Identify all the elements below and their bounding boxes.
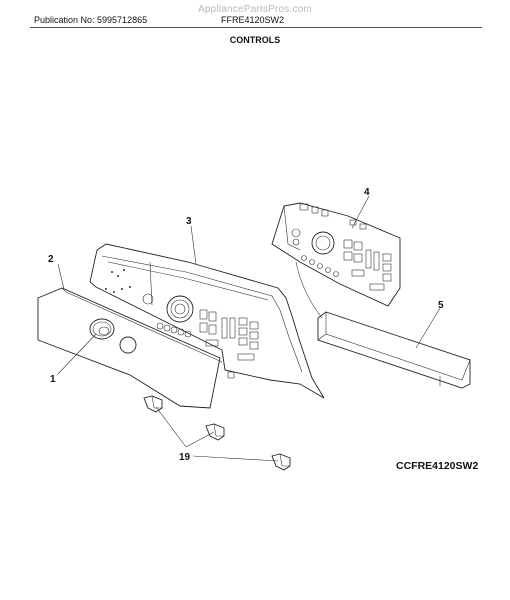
clip-part-b <box>205 423 225 441</box>
control-board-part <box>271 202 401 319</box>
callout-2: 2 <box>48 254 54 265</box>
watermark: AppliancePartsPros.com <box>198 4 312 15</box>
header-rule <box>30 27 482 28</box>
callout-19: 19 <box>179 452 191 463</box>
leader-lines <box>57 195 441 462</box>
clip-part-c <box>271 453 291 471</box>
console-part <box>89 243 325 399</box>
model-number: FFRE4120SW2 <box>221 15 285 25</box>
publication-number: Publication No: 5995712865 <box>34 15 148 25</box>
control-panel-part <box>37 287 223 409</box>
diagram-id: CCFRE4120SW2 <box>396 460 479 472</box>
callout-5: 5 <box>438 300 444 311</box>
callout-1: 1 <box>50 374 56 385</box>
callout-4: 4 <box>364 187 370 198</box>
clip-part-a <box>143 395 163 413</box>
section-title: CONTROLS <box>229 35 281 45</box>
cover-part <box>317 311 471 389</box>
callout-3: 3 <box>186 216 192 227</box>
